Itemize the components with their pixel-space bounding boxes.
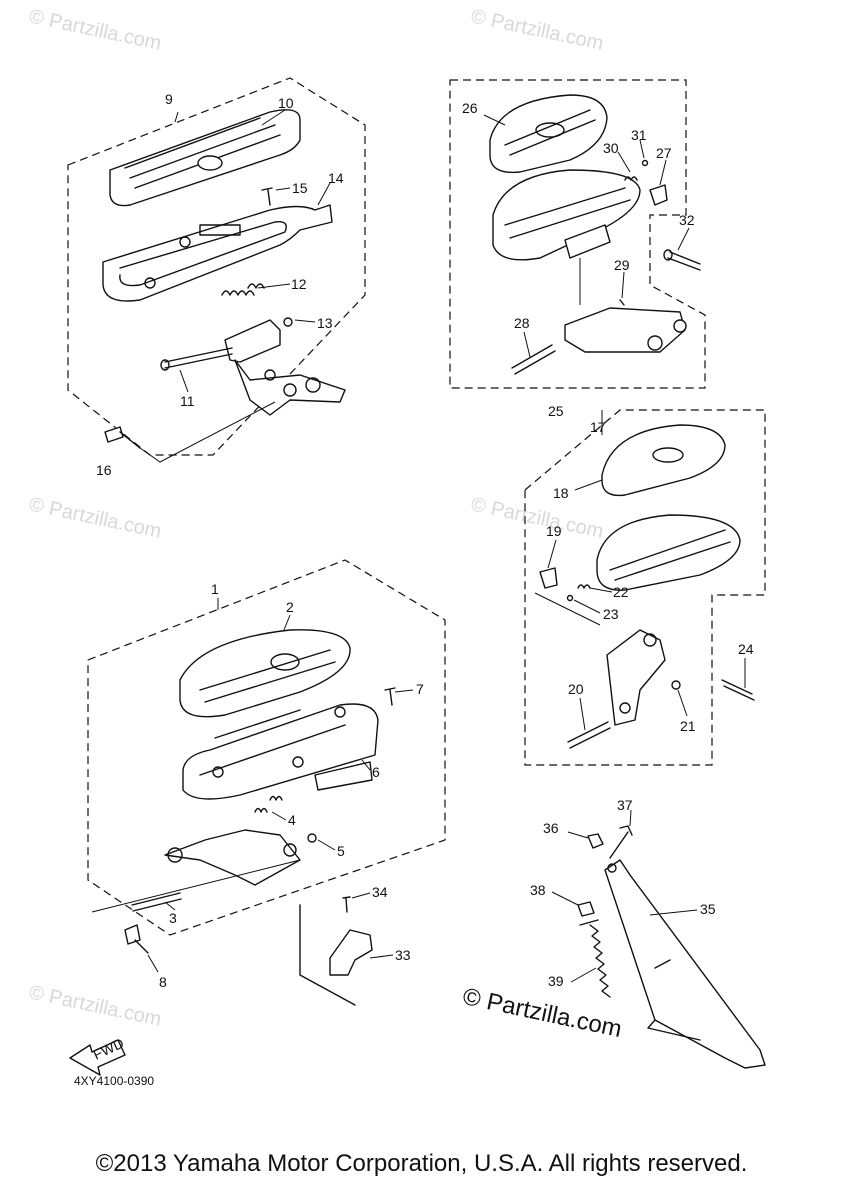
floorboard-assembly-9 [67, 77, 366, 463]
floorboard-assembly-25 [449, 79, 706, 389]
copyright-notice: ©2013 Yamaha Motor Corporation, U.S.A. A… [95, 1150, 748, 1177]
callout-12: 12 [291, 276, 307, 292]
callout-1: 1 [211, 581, 219, 597]
watermark-text: © Partzilla.com [27, 981, 163, 1031]
callout-leaders [147, 109, 746, 983]
callout-33: 33 [395, 947, 411, 963]
callout-23: 23 [603, 606, 619, 622]
callout-24: 24 [738, 641, 754, 657]
callout-37: 37 [617, 797, 633, 813]
callout-10: 10 [278, 95, 294, 111]
callout-9: 9 [165, 91, 173, 107]
callout-35: 35 [700, 901, 716, 917]
callout-29: 29 [614, 257, 630, 273]
callout-30: 30 [603, 140, 619, 156]
callout-15: 15 [292, 180, 308, 196]
callout-36: 36 [543, 820, 559, 836]
watermark-text: © Partzilla.com [27, 493, 163, 543]
callout-13: 13 [317, 315, 333, 331]
callout-16: 16 [96, 462, 112, 478]
watermark-text: © Partzilla.com [27, 5, 163, 55]
callout-19: 19 [546, 523, 562, 539]
callout-7: 7 [416, 681, 424, 697]
callout-4: 4 [288, 812, 296, 828]
callout-32: 32 [679, 212, 695, 228]
callout-38: 38 [530, 882, 546, 898]
callout-8: 8 [159, 974, 167, 990]
callout-39: 39 [548, 973, 564, 989]
fwd-arrow-icon: FWD [69, 1035, 126, 1076]
callout-numbers: 9 10 15 14 12 13 11 16 26 30 31 27 32 29… [96, 91, 754, 990]
callout-25: 25 [548, 403, 564, 419]
callout-18: 18 [553, 485, 569, 501]
watermark-text: © Partzilla.com [469, 5, 605, 55]
callout-5: 5 [337, 843, 345, 859]
callout-21: 21 [680, 718, 696, 734]
diagram-code: 4XY4100-0390 [74, 1074, 155, 1088]
callout-26: 26 [462, 100, 478, 116]
callout-3: 3 [169, 910, 177, 926]
callout-2: 2 [286, 599, 294, 615]
floorboard-assembly-1 [87, 559, 446, 1006]
callout-20: 20 [568, 681, 584, 697]
callout-28: 28 [514, 315, 530, 331]
sidestand-assembly [577, 825, 766, 1069]
callout-22: 22 [613, 584, 629, 600]
callout-27: 27 [656, 145, 672, 161]
callout-34: 34 [372, 884, 388, 900]
callout-6: 6 [372, 764, 380, 780]
callout-14: 14 [328, 170, 344, 186]
callout-17: 17 [590, 419, 606, 435]
floorboard-assembly-17 [524, 409, 766, 766]
callout-11: 11 [180, 393, 195, 409]
callout-31: 31 [631, 127, 647, 143]
watermark-text: © Partzilla.com [469, 493, 605, 543]
